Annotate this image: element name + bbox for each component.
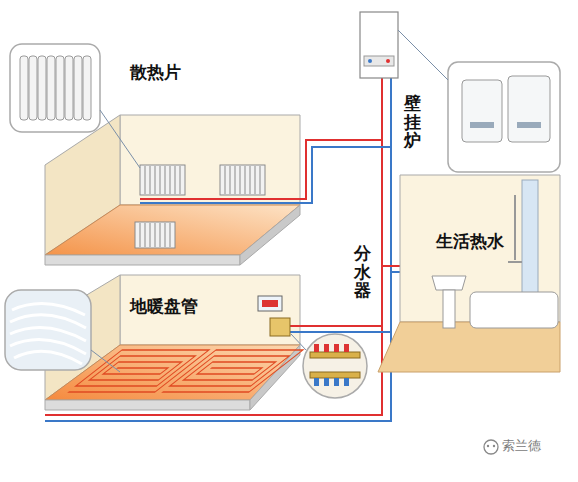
radiator-photo (10, 44, 140, 168)
bathroom (378, 175, 560, 372)
radiator (135, 165, 265, 248)
coil-photo (5, 290, 120, 372)
upper-floor (45, 115, 300, 265)
part-label: 生活热水 (436, 231, 504, 251)
wall-boiler (360, 12, 398, 78)
part-label: 分水器 (354, 244, 371, 300)
watermark-icon (484, 440, 498, 454)
part-label: 地暖盘管 (130, 296, 198, 316)
manifold-photo (291, 334, 367, 398)
watermark: 索兰德 (502, 438, 541, 454)
floor-coil (68, 350, 303, 392)
part-label: 散热片 (130, 62, 181, 82)
manifold (258, 296, 290, 336)
part-label: 壁挂炉 (404, 94, 421, 150)
boiler-photo (398, 30, 560, 172)
